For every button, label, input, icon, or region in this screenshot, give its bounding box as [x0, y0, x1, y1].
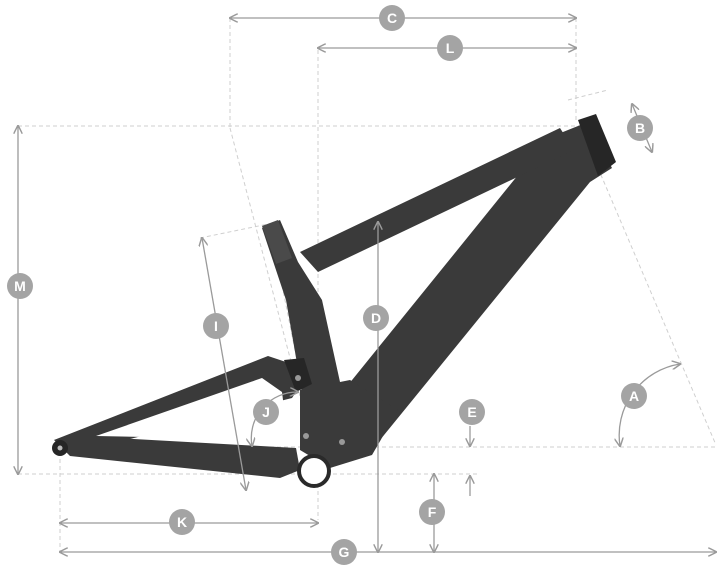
rear-axle [57, 445, 63, 451]
badge-g-label: G [339, 544, 350, 560]
badge-a: A [621, 383, 647, 409]
badge-l: L [437, 35, 463, 61]
badge-m: M [7, 273, 33, 299]
badge-j: J [253, 399, 279, 425]
badge-d: D [363, 305, 389, 331]
badge-k-label: K [177, 514, 187, 530]
bike-frame [52, 114, 616, 488]
badge-a-label: A [629, 388, 639, 404]
badge-g: G [331, 539, 357, 565]
pivot-bolt-main [339, 439, 345, 445]
badge-e: E [459, 399, 485, 425]
chain-stay [54, 436, 300, 478]
badge-j-label: J [262, 404, 270, 420]
badge-b-label: B [635, 120, 645, 136]
badge-k: K [169, 509, 195, 535]
pivot-bolt [295, 375, 301, 381]
dimension-lines [18, 18, 716, 552]
badge-m-label: M [14, 278, 26, 294]
guide-lines [18, 18, 717, 552]
head-tube [578, 114, 616, 176]
bottom-bracket [297, 454, 331, 488]
seat-clamp [262, 220, 292, 264]
badge-b: B [627, 115, 653, 141]
down-tube [330, 122, 612, 458]
badge-c-label: C [387, 10, 397, 26]
badge-i-label: I [214, 318, 218, 334]
top-tube [300, 128, 574, 272]
badge-d-label: D [371, 310, 381, 326]
badge-f: F [419, 499, 445, 525]
badge-c: C [379, 5, 405, 31]
badge-l-label: L [446, 40, 455, 56]
pivot-bolt-lower [303, 433, 309, 439]
badge-i: I [203, 313, 229, 339]
badge-f-label: F [428, 504, 437, 520]
badge-e-label: E [467, 404, 476, 420]
